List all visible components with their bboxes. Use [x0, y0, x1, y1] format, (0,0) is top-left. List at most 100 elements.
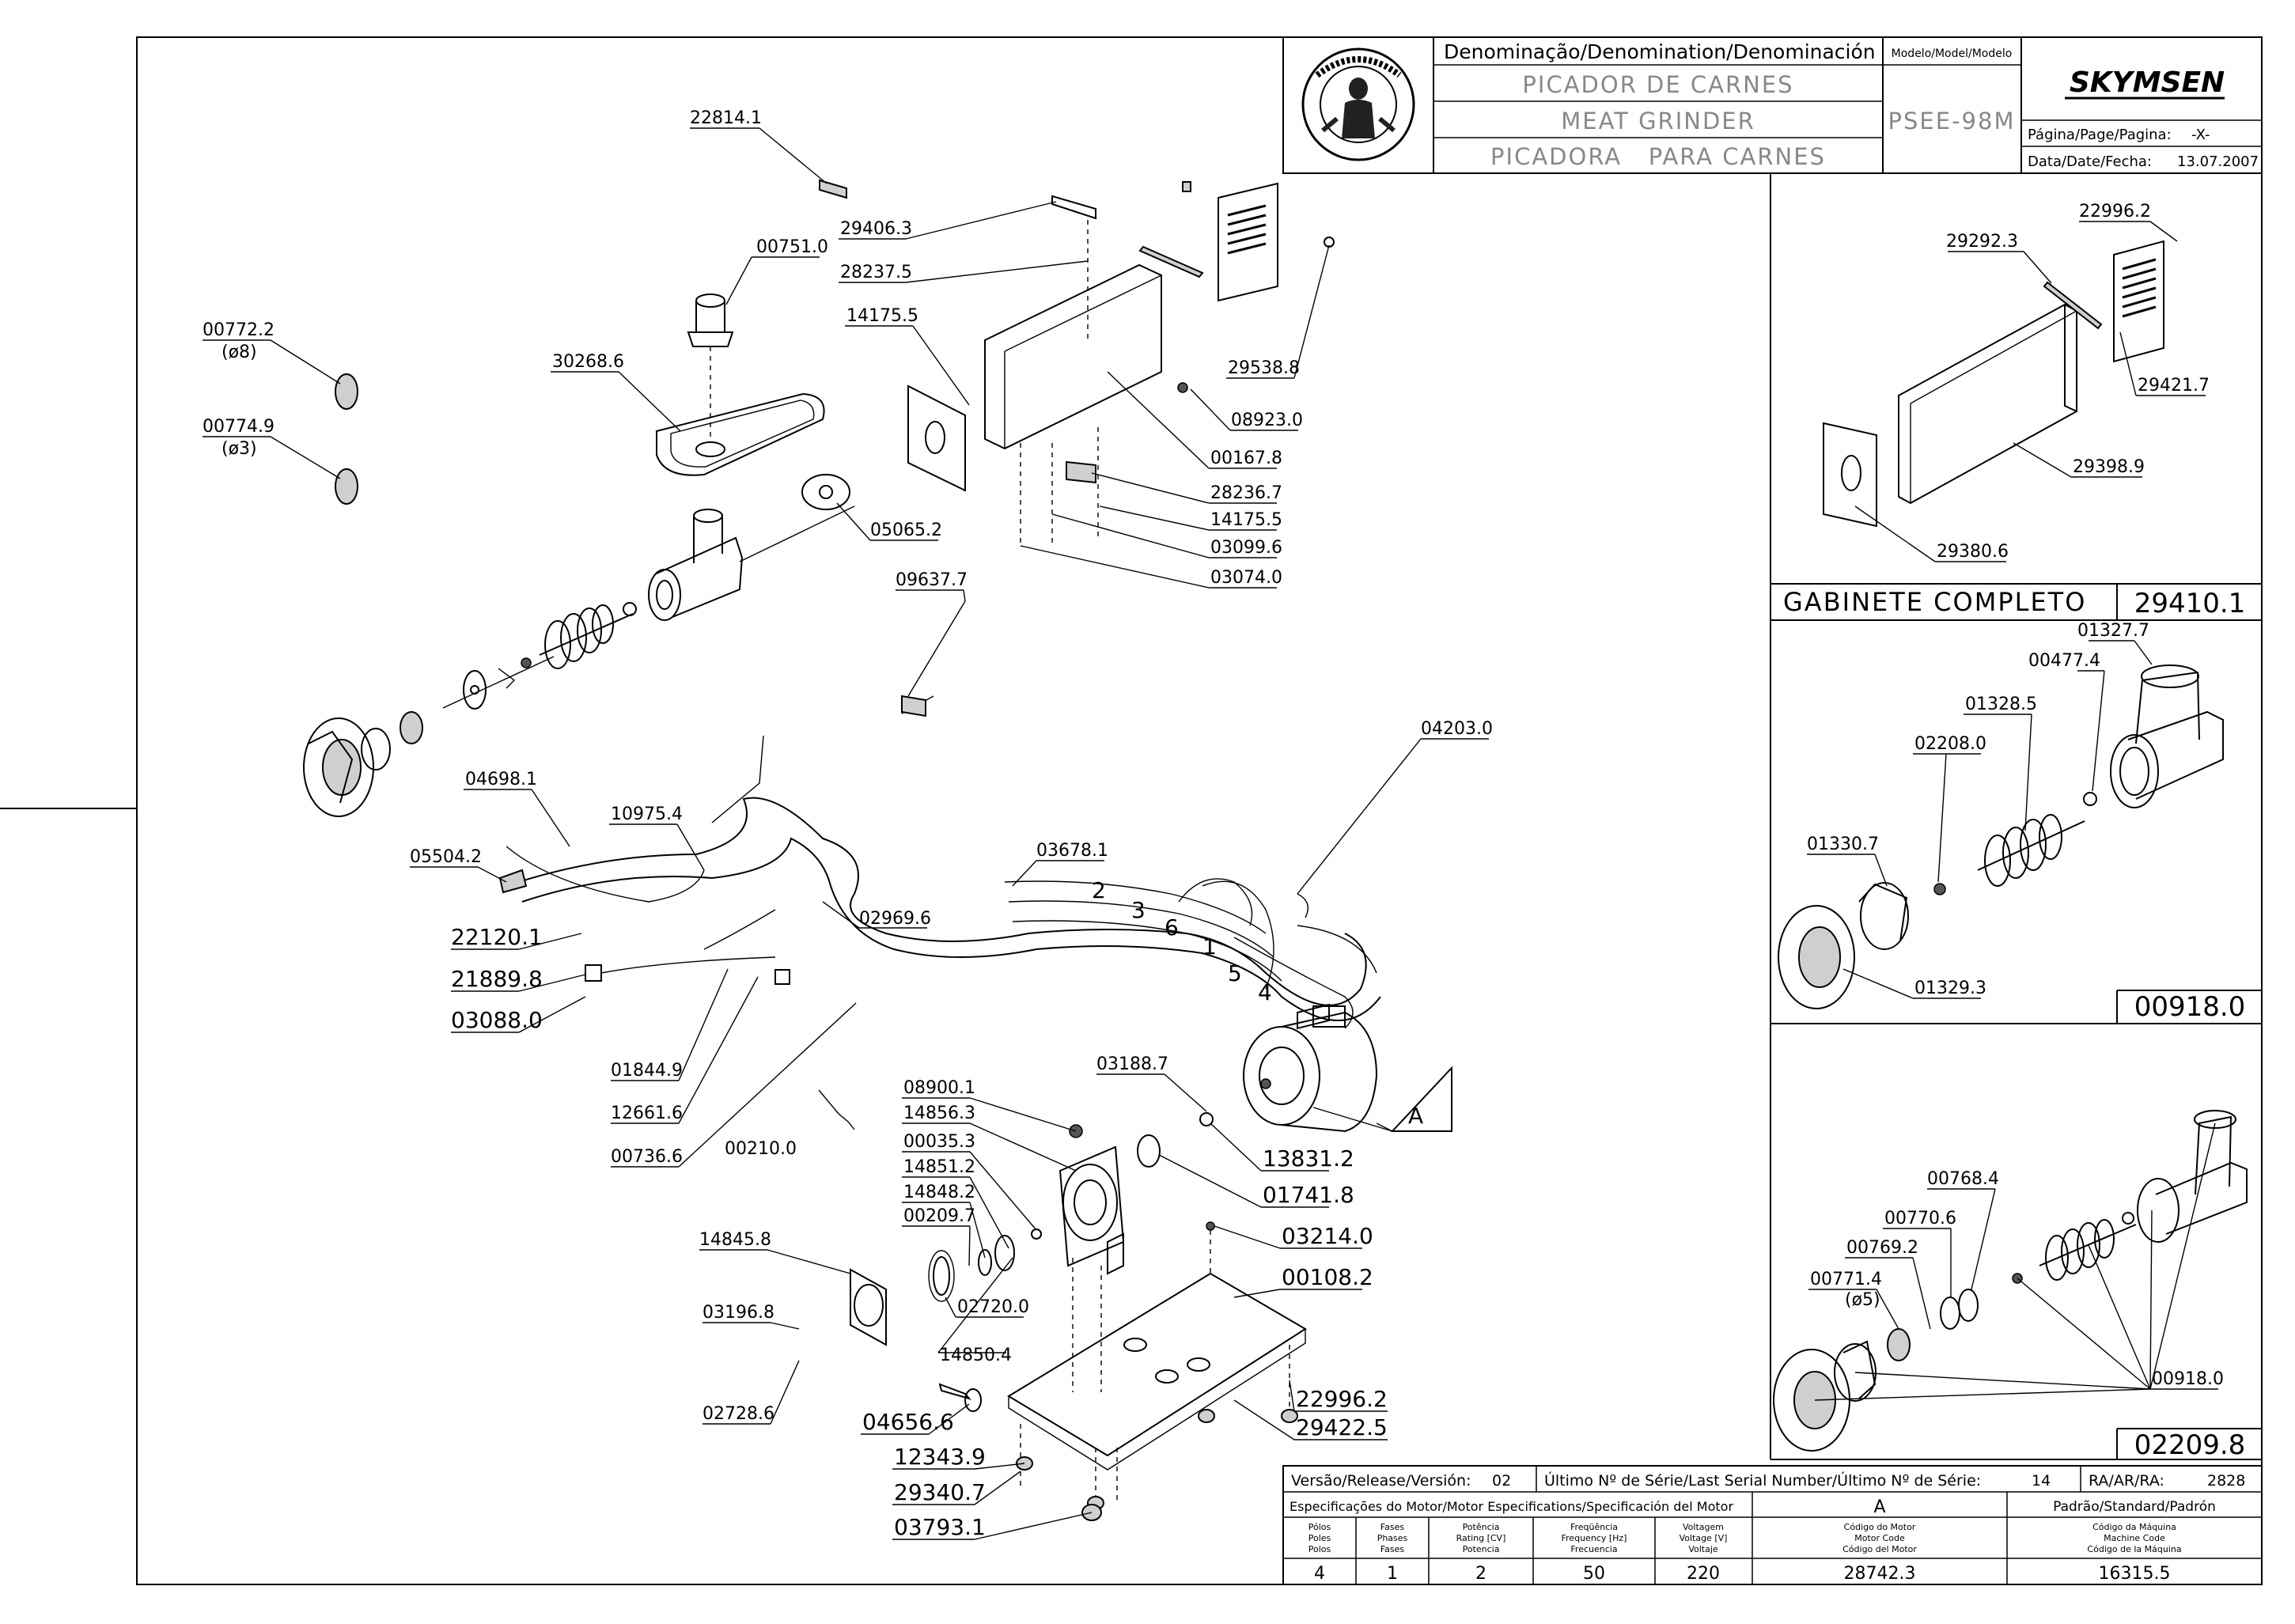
- title-block: Denominação/Denomination/Denominación PI…: [1282, 36, 2263, 174]
- volt-h3: Voltaje: [1688, 1544, 1718, 1554]
- motor: A: [1243, 1005, 1452, 1133]
- label-00769-2: 00769.2: [1846, 1238, 1918, 1258]
- label-29406-3: 29406.3: [840, 219, 912, 239]
- label-29292-3: 29292.3: [1946, 232, 2018, 252]
- label-01328-5: 01328.5: [1965, 695, 2037, 714]
- freq-h2: Frequency [Hz]: [1562, 1533, 1627, 1543]
- phases-h3: Fases: [1380, 1544, 1405, 1554]
- wire-num-1: 1: [1202, 933, 1217, 960]
- label-29421-7: 29421.7: [2138, 376, 2210, 396]
- kit-screw: [2039, 1219, 2137, 1281]
- label-03196-8: 03196.8: [703, 1303, 774, 1323]
- label-02208-0: 02208.0: [1914, 734, 1986, 754]
- wire-num-2: 2: [1092, 877, 1106, 903]
- poles-h3: Polos: [1308, 1544, 1331, 1554]
- label-22996-2-cab: 22996.2: [2079, 202, 2151, 221]
- label-29380-6: 29380.6: [1937, 542, 2009, 562]
- motorcode-h1: Código do Motor: [1844, 1522, 1916, 1532]
- motorcode-h3: Código del Motor: [1842, 1544, 1917, 1554]
- head-code: 00918.0: [2134, 991, 2246, 1023]
- label-00770-6: 00770.6: [1884, 1209, 1956, 1228]
- motor-variant: A: [1873, 1497, 1885, 1517]
- label-10975-4: 10975.4: [611, 804, 683, 824]
- label-14856-3: 14856.3: [903, 1103, 975, 1123]
- label-03188-7: 03188.7: [1096, 1054, 1168, 1074]
- label-29538-8: 29538.8: [1228, 358, 1300, 378]
- standard-header: Padrão/Standard/Padrón: [2053, 1499, 2216, 1515]
- sub-assembly-panels: [1770, 173, 2262, 1460]
- freq-h1: Freqüência: [1570, 1522, 1618, 1532]
- label-01844-9: 01844.9: [611, 1061, 683, 1081]
- label-03074-0: 03074.0: [1210, 568, 1282, 588]
- label-00918-0-kit: 00918.0: [2152, 1369, 2224, 1389]
- label-12343-9: 12343.9: [894, 1444, 986, 1470]
- label-22996-2: 22996.2: [1296, 1386, 1388, 1412]
- kit-assembly: 02209.8 00768.4 00770.6 00769.2 00771.4 …: [1773, 1110, 2248, 1461]
- date-label: Data/Date/Fecha:: [2028, 153, 2152, 170]
- head-assembly: 00918.0 01327.7 00477.4 01328.5 02208.0 …: [1778, 621, 2245, 1023]
- denomination-header: Denominação/Denomination/Denominación: [1444, 40, 1876, 63]
- label-29340-7: 29340.7: [894, 1479, 986, 1505]
- phases-h1: Fases: [1380, 1522, 1405, 1532]
- wire-num-4: 4: [1258, 979, 1272, 1005]
- label-00035-3: 00035.3: [903, 1132, 975, 1152]
- phases-h2: Phases: [1377, 1533, 1408, 1543]
- label-13831-2: 13831.2: [1263, 1145, 1354, 1172]
- label-d3: (ø3): [222, 439, 257, 459]
- label-00209-7: 00209.7: [903, 1206, 975, 1226]
- machine-code-value: 16315.5: [2099, 1564, 2171, 1584]
- label-02728-6: 02728.6: [703, 1404, 774, 1424]
- ra-label: RA/AR/RA:: [2089, 1472, 2164, 1490]
- main-exploded-view: 2 3 6 1 5 4 A: [203, 108, 1493, 1540]
- label-00167-8: 00167.8: [1210, 449, 1282, 468]
- label-01330-7: 01330.7: [1807, 835, 1879, 854]
- screw-auger: [1977, 814, 2085, 887]
- rating-h3: Potencia: [1463, 1544, 1500, 1554]
- label-00736-6: 00736.6: [611, 1147, 683, 1167]
- label-00768-4: 00768.4: [1927, 1169, 1999, 1189]
- label-01329-3: 01329.3: [1914, 979, 1986, 998]
- label-05504-2: 05504.2: [410, 847, 482, 867]
- label-14850-4: 14850.4: [940, 1346, 1012, 1365]
- spec-table: Versão/Release/Versión: 02 Último Nº de …: [1282, 1465, 2263, 1585]
- version-label: Versão/Release/Versión:: [1291, 1472, 1471, 1490]
- wire-num-5: 5: [1228, 960, 1242, 986]
- label-08900-1: 08900.1: [903, 1078, 975, 1098]
- label-14175-5-a: 14175.5: [846, 306, 918, 326]
- wire-num-3: 3: [1131, 897, 1146, 923]
- model-header: Modelo/Model/Modelo: [1892, 47, 2013, 60]
- label-29422-5: 29422.5: [1296, 1414, 1388, 1440]
- version-value: 02: [1492, 1472, 1511, 1490]
- volt-h1: Voltagem: [1683, 1522, 1724, 1532]
- label-12661-6: 12661.6: [611, 1103, 683, 1123]
- label-29398-9: 29398.9: [2073, 457, 2145, 477]
- freq-h3: Frecuencia: [1570, 1544, 1617, 1554]
- poles-h2: Poles: [1308, 1533, 1331, 1543]
- cabinet-title: GABINETE COMPLETO: [1783, 587, 2086, 617]
- label-22814-1: 22814.1: [690, 108, 762, 128]
- machinecode-h3: Código de la Máquina: [2087, 1544, 2181, 1554]
- label-04203-0: 04203.0: [1421, 719, 1493, 739]
- label-03678-1: 03678.1: [1036, 841, 1108, 861]
- motor-variant-label: A: [1408, 1103, 1423, 1129]
- label-21889-8: 21889.8: [451, 966, 543, 992]
- label-14175-5-b: 14175.5: [1210, 510, 1282, 530]
- label-09637-7: 09637.7: [896, 570, 968, 590]
- brand-logo: SKYMSEN: [2070, 66, 2225, 99]
- label-d5: (ø5): [1845, 1290, 1880, 1310]
- machinecode-h2: Machine Code: [2104, 1533, 2165, 1543]
- label-00774-9: 00774.9: [203, 417, 275, 437]
- date-value: 13.07.2007: [2177, 153, 2259, 170]
- rating-h2: Rating [CV]: [1456, 1533, 1506, 1543]
- frequency-value: 50: [1583, 1564, 1605, 1584]
- cabinet-assembly: GABINETE COMPLETO 29410.1 29292.3 22996.…: [1783, 202, 2245, 619]
- label-05065-2: 05065.2: [870, 521, 942, 540]
- cabinet-code: 29410.1: [2134, 588, 2246, 619]
- drawing-frame: [136, 36, 2263, 1585]
- label-30268-6: 30268.6: [552, 352, 624, 372]
- label-14848-2: 14848.2: [903, 1183, 975, 1202]
- label-04656-6: 04656.6: [862, 1409, 954, 1435]
- serial-label: Último Nº de Série/Last Serial Number/Úl…: [1544, 1471, 1981, 1490]
- label-01741-8: 01741.8: [1263, 1182, 1354, 1208]
- wire-num-6: 6: [1165, 914, 1179, 941]
